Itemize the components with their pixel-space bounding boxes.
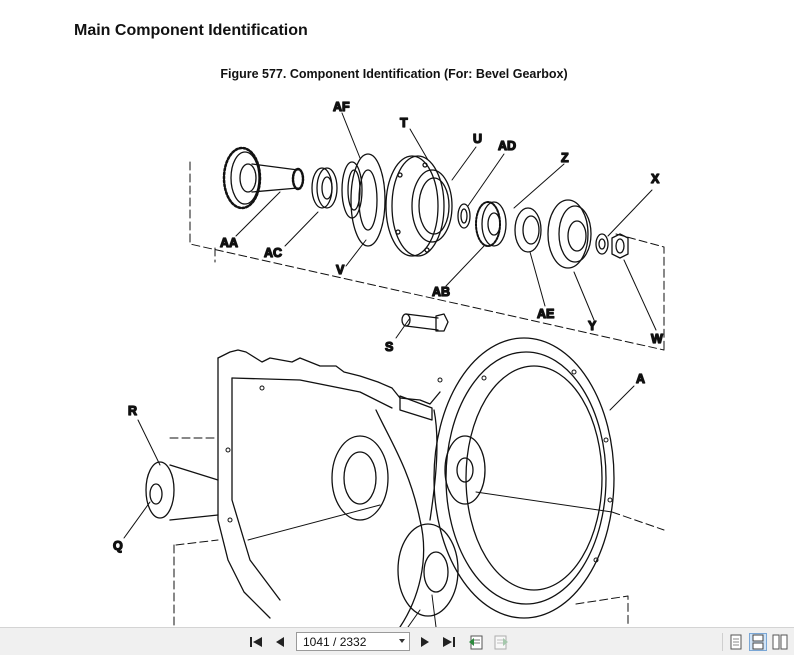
continuous-view-icon[interactable] (749, 633, 767, 651)
next-page-icon[interactable] (416, 633, 434, 651)
callout-label: A (636, 372, 645, 386)
toolbar-separator (722, 633, 723, 651)
lower-dashed-outline (169, 437, 665, 627)
callout-label: AC (264, 246, 282, 260)
callout-label: AD (498, 139, 516, 153)
part-u-ring (457, 203, 471, 229)
callout-label: R (128, 404, 137, 418)
part-w-nut (611, 233, 629, 259)
leader-lines (123, 112, 657, 627)
section-heading: Main Component Identification (74, 22, 308, 39)
callout-label: W (651, 332, 663, 346)
previous-page-icon[interactable] (271, 633, 289, 651)
part-v-gasket (350, 153, 386, 247)
callout-label: Q (113, 539, 123, 553)
single-page-view-icon[interactable] (727, 633, 745, 651)
exploded-view-drawing: AF T U AD Z X AA AC V AB AE Y W S A R Q (112, 99, 665, 627)
callout-label: T (400, 116, 408, 130)
callout-label: V (336, 263, 345, 277)
callout-label: AF (333, 100, 350, 114)
gearbox-housing (145, 337, 615, 627)
callout-label: S (385, 340, 393, 354)
go-back-view-icon[interactable] (467, 633, 485, 651)
last-page-icon[interactable] (440, 633, 458, 651)
facing-pages-view-icon[interactable] (771, 633, 789, 651)
part-ac-bearing (311, 167, 338, 209)
part-t-flange (385, 155, 453, 257)
document-page: Main Component Identification Figure 577… (74, 22, 665, 627)
go-forward-view-icon[interactable] (492, 633, 510, 651)
part-ae-race (514, 207, 542, 253)
callout-label: AA (220, 236, 238, 250)
part-aa-bevel-gear (222, 146, 305, 210)
first-page-icon[interactable] (247, 633, 265, 651)
callout-label: AB (432, 285, 450, 299)
callout-label: AE (537, 307, 554, 321)
pdf-viewer-toolbar: 1041 / 2332 (0, 627, 794, 655)
callout-label: X (651, 172, 660, 186)
assembly-outline (189, 161, 665, 351)
figure-caption: Figure 577. Component Identification (Fo… (220, 67, 568, 81)
callout-labels: AF T U AD Z X AA AC V AB AE Y W S A R Q (112, 99, 663, 553)
part-y-cover (547, 199, 592, 269)
callout-label: Z (561, 151, 569, 165)
page-select-dropdown[interactable]: 1041 / 2332 (296, 632, 410, 651)
chevron-down-icon (399, 639, 405, 643)
callout-label: Y (588, 319, 597, 333)
callout-label: U (473, 132, 482, 146)
page-indicator: 1041 / 2332 (303, 634, 367, 649)
part-s-bolt (401, 313, 449, 332)
part-ad-roller-bearing (475, 201, 507, 247)
part-x-washer (595, 233, 609, 255)
